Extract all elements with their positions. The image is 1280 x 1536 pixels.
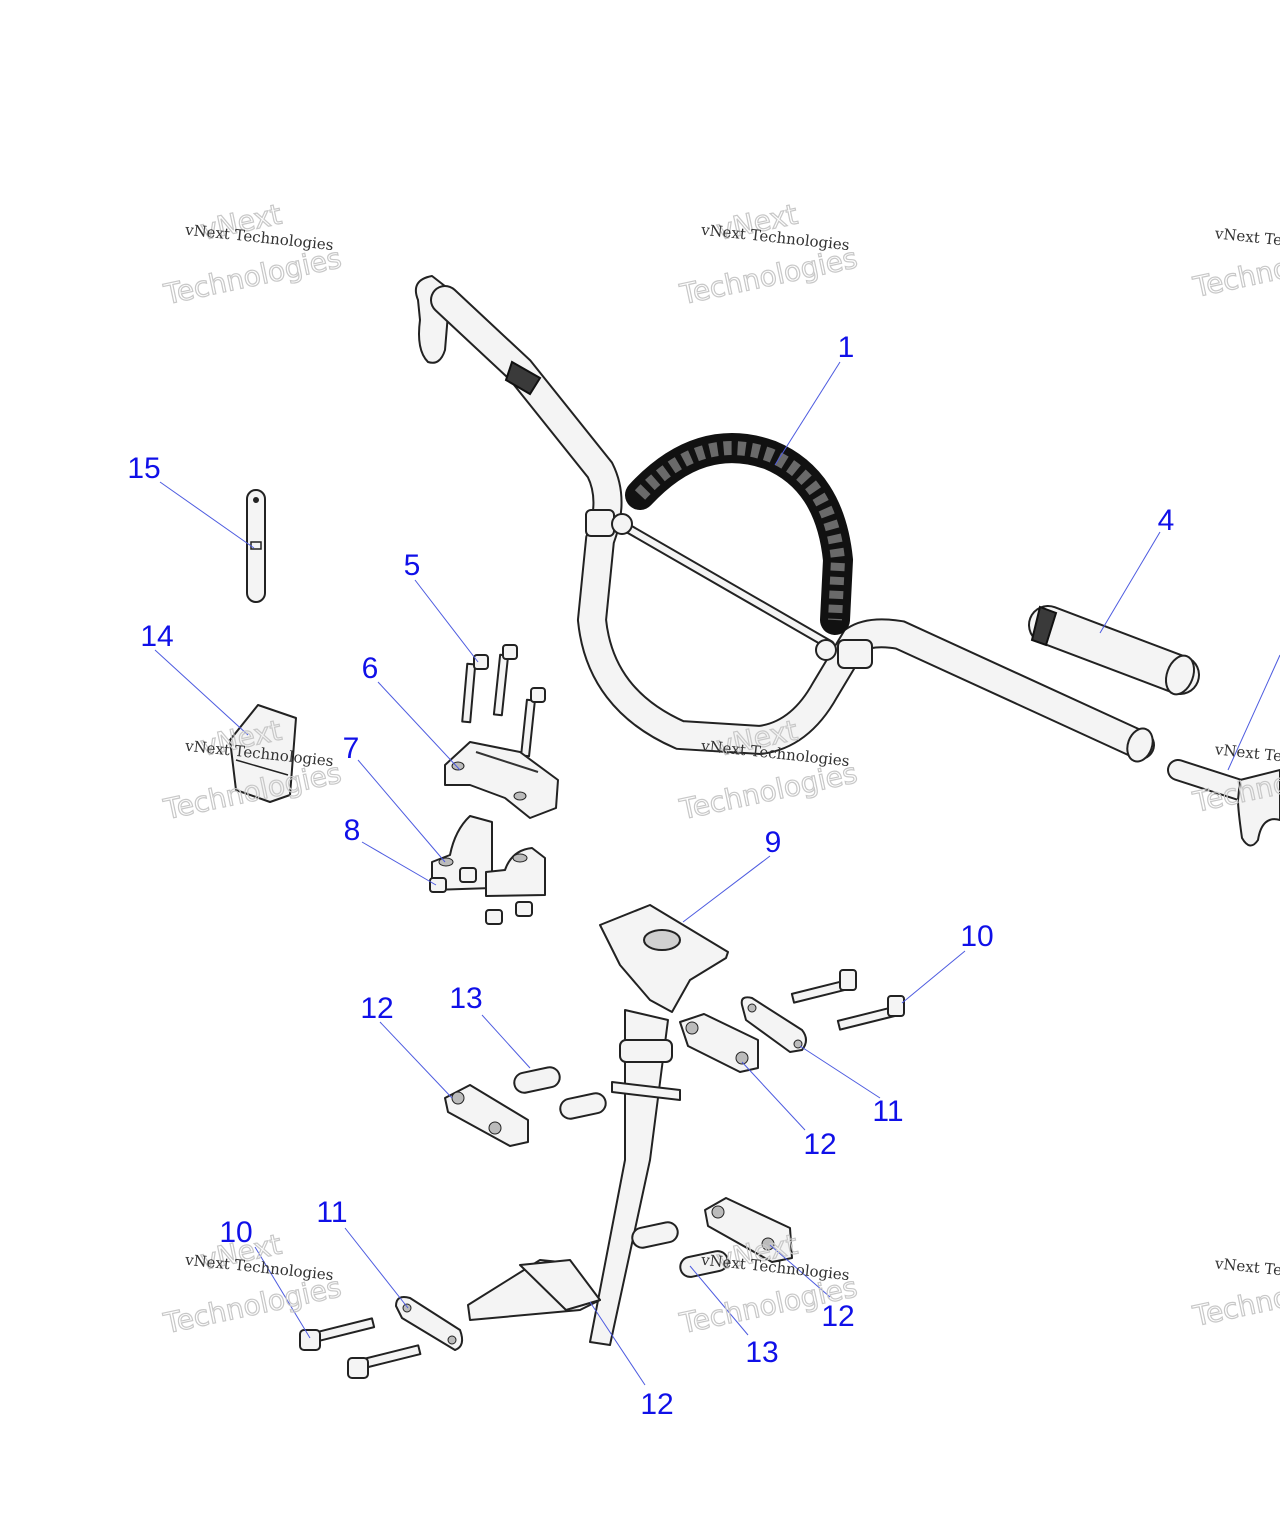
bolt-pair-lower-part (299, 1317, 422, 1379)
watermark-top-center: vNext vNext Technologies Technologies (676, 197, 861, 312)
spacer-part (513, 1066, 729, 1278)
svg-text:vNext Te: vNext Te (1213, 740, 1280, 765)
callout-15: 15 (127, 452, 160, 485)
clamp-lower-right-part (704, 1197, 793, 1263)
callout-12-left: 12 (360, 992, 393, 1025)
callout-10-lower: 10 (219, 1216, 252, 1249)
plate-lower-part (395, 1296, 464, 1351)
bushing-part (429, 867, 533, 925)
lower-clamp-part (431, 815, 546, 897)
callout-14: 14 (140, 620, 173, 653)
bolts-part (461, 644, 546, 758)
watermark-bottom-right: vNext Te Technologies (1189, 1254, 1280, 1333)
leader-lines (154, 361, 1280, 1386)
callout-10-upper: 10 (960, 920, 993, 953)
callout-12-bottom: 12 (640, 1388, 673, 1421)
throttle-lever-part (1167, 759, 1280, 847)
callout-11-lower: 11 (316, 1196, 347, 1229)
svg-text:Technologies: Technologies (160, 241, 344, 311)
bolt-pair-upper-part (790, 969, 905, 1031)
svg-text:vNext Te: vNext Te (1213, 224, 1280, 249)
callout-11-upper: 11 (872, 1095, 903, 1128)
cover-part (229, 704, 297, 803)
pin-part (246, 489, 266, 603)
watermark-top-right: vNext Te Technologies (1189, 224, 1280, 304)
callout-13-lower: 13 (745, 1336, 778, 1369)
watermark-bottom-left: vNext vNext Technologies Technologies (160, 1227, 345, 1341)
callout-8: 8 (344, 814, 361, 847)
callout-4: 4 (1158, 504, 1175, 537)
svg-text:Technologies: Technologies (676, 756, 860, 826)
handlebar-part (414, 275, 1155, 763)
svg-text:vNext Te: vNext Te (1213, 1254, 1280, 1279)
callout-labels: 1 4 5 6 7 8 9 10 10 11 11 12 12 12 12 13… (127, 331, 1174, 1421)
callout-12-right: 12 (803, 1128, 836, 1161)
callout-12-lower-right: 12 (821, 1300, 854, 1333)
clamp-left-part (444, 1084, 529, 1147)
clamp-upper-right-part (679, 1013, 759, 1073)
callout-9: 9 (765, 826, 782, 859)
callout-6: 6 (362, 652, 379, 685)
callout-7: 7 (343, 732, 360, 765)
watermark-top-left: vNext vNext Technologies Technologies (160, 197, 345, 312)
callout-1: 1 (838, 331, 855, 364)
callout-13-upper: 13 (449, 982, 482, 1015)
callout-5: 5 (404, 549, 421, 582)
grip-tube-part (1028, 605, 1200, 696)
upper-clamp-part (444, 741, 559, 819)
svg-text:Technologies: Technologies (676, 241, 860, 311)
steering-post-part (467, 904, 729, 1346)
